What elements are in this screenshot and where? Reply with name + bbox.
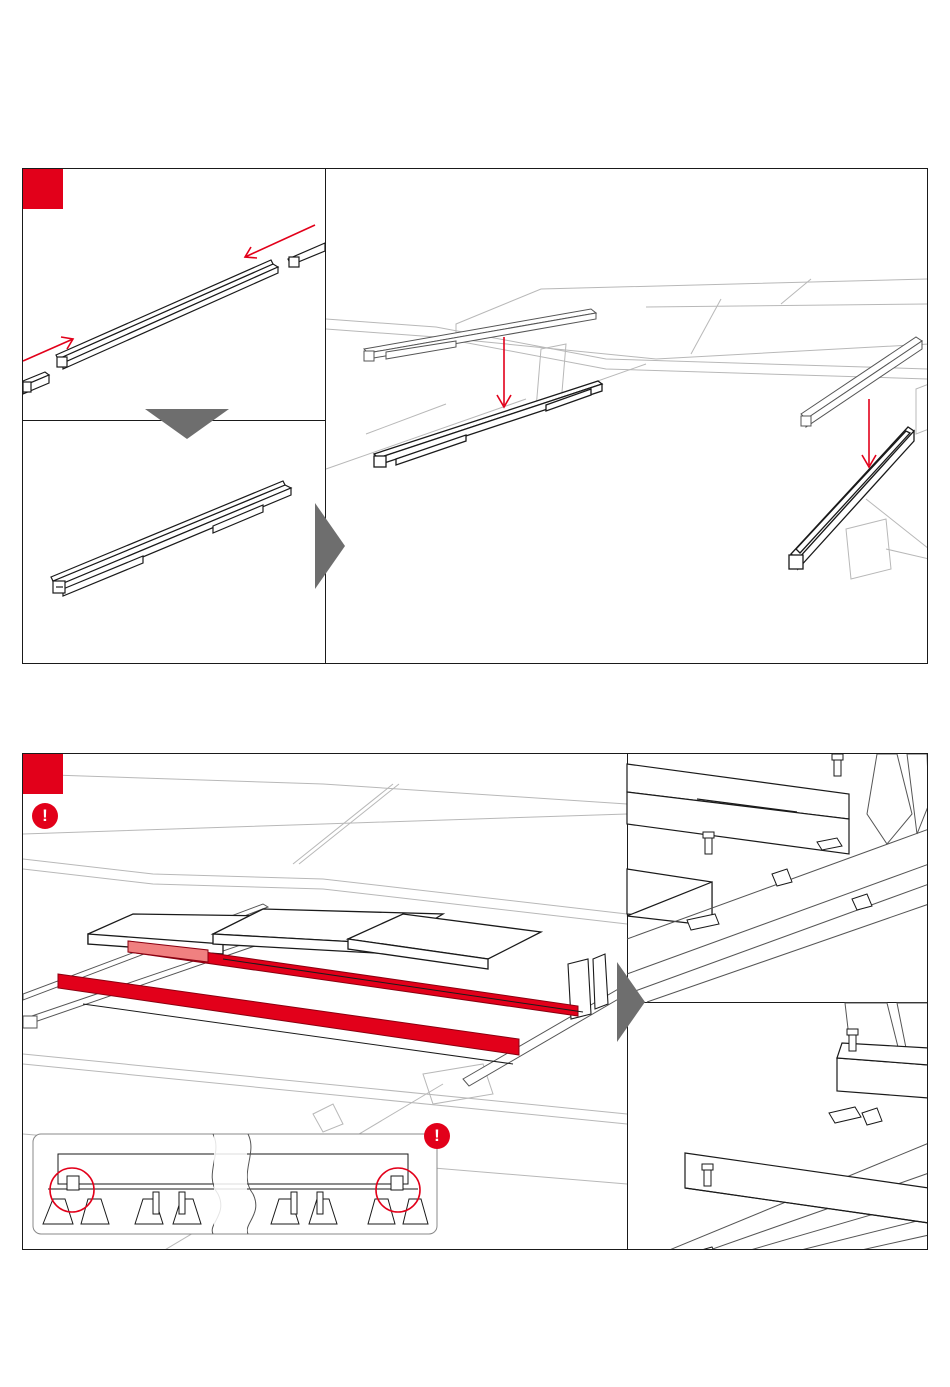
step-marker (23, 169, 63, 209)
profile-screw-bottom-view (627, 1003, 928, 1250)
rails-placement-illustration (326, 169, 928, 664)
step2-frame: ! ! (22, 753, 928, 1250)
step-marker (23, 754, 63, 794)
step1-main (326, 169, 928, 664)
step1-frame (22, 168, 928, 664)
step2-right-bottom (627, 1003, 928, 1250)
